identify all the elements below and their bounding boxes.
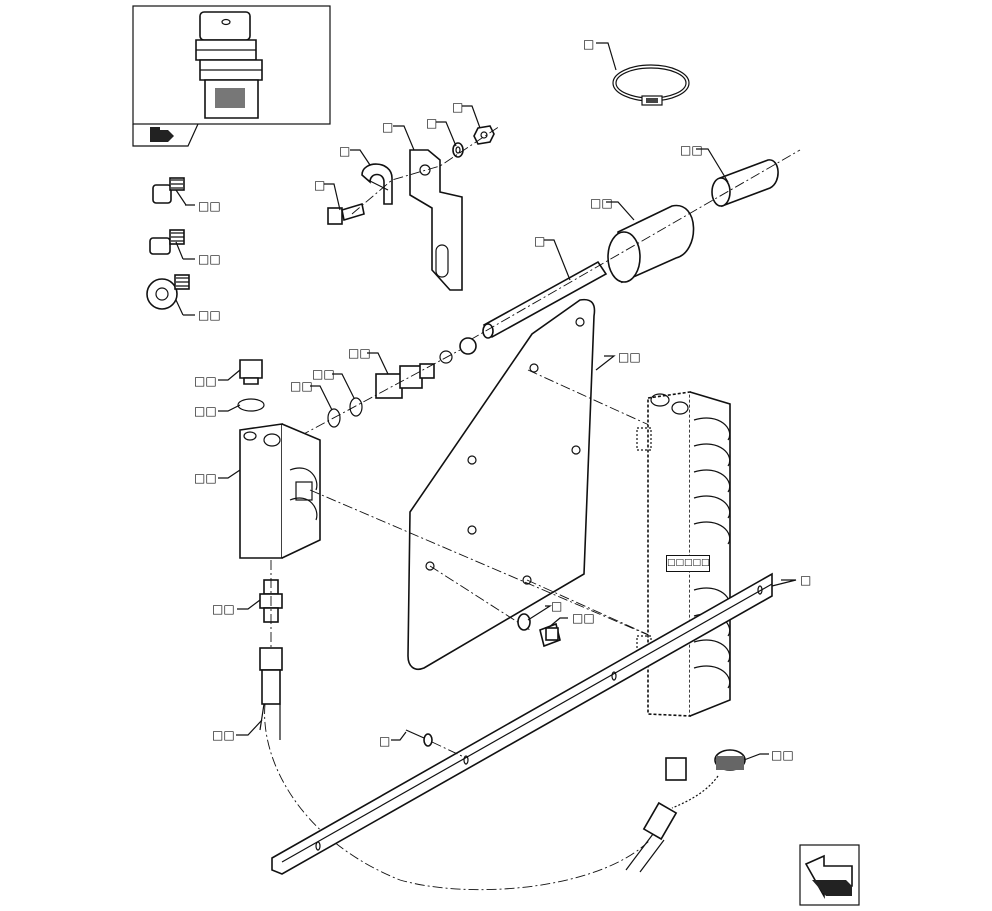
sleeve-small-icon [711,159,779,208]
callout-sleeve-large: □□ [590,196,613,210]
decal-label: □□□□□ [666,555,710,572]
mounting-bracket-icon [409,149,463,291]
navigate-back-icon[interactable] [150,127,174,142]
callout-plate: □□ [618,350,641,364]
seal-rings-icon [327,397,363,428]
banjo-fitting-icon [146,274,190,310]
arrow-icon [804,854,853,900]
union-fitting-2-icon [149,229,185,255]
callout-seal-1: □□ [348,346,371,360]
rivet-icon [405,729,433,747]
bolt-top-icon [327,202,365,225]
callout-bolt-mid: □□ [572,611,595,625]
callout-seal-3: □□ [312,367,335,381]
assembly-thumbnail[interactable] [132,5,331,147]
p-clip-icon [361,163,393,205]
dust-cap-icon [671,749,746,809]
mounting-plate-icon [407,298,596,671]
callout-p-clip: □ [339,144,350,158]
callout-sleeve-small: □□ [680,143,703,157]
adapter-fitting-icon [375,363,435,399]
callout-washer-mid: □ [551,599,562,613]
bolt-mid-icon [539,622,561,648]
support-rail-icon [271,572,773,875]
callout-rivet: □ [379,734,390,748]
callout-banjo: □□ [198,308,221,322]
callout-cap: □□ [771,748,794,762]
thumbnail-assembly-icon [195,11,263,119]
callout-hose: □□ [212,728,235,742]
callout-union-2: □□ [198,252,221,266]
washer-mid-icon [517,613,531,631]
plug-icon [239,359,263,385]
callout-bolt-top: □ [314,178,325,192]
callout-washer-top: □ [426,116,437,130]
callout-tube: □ [534,234,545,248]
leader-lines [175,42,797,761]
washer-top-icon [452,142,464,158]
heater-pack-icon [636,391,731,717]
callout-rail: □ [800,573,811,587]
hose-clamp-icon [612,64,690,106]
callout-block: □□ [194,471,217,485]
sleeve-large-icon [607,204,695,284]
callout-bracket: □ [382,120,393,134]
nut-connector-icon [439,337,477,364]
callout-nut-top: □ [452,100,463,114]
callout-union-1: □□ [198,199,221,213]
callout-nipple: □□ [212,602,235,616]
distribution-block-icon [239,423,321,559]
tube-icon [482,260,608,339]
next-page-button[interactable] [799,844,860,906]
union-fitting-1-icon [152,177,185,204]
callout-clamp-top: □ [583,37,594,51]
callout-seal-2: □□ [290,379,313,393]
seal-block-icon [237,398,265,412]
callout-adapter: □□ [194,404,217,418]
hose-icon [259,647,687,891]
callouts: □ □ □ □ □ □ □□ □□ □ □□ □□ □□ □□ □□ □□ □□… [194,37,811,762]
callout-plug: □□ [194,374,217,388]
